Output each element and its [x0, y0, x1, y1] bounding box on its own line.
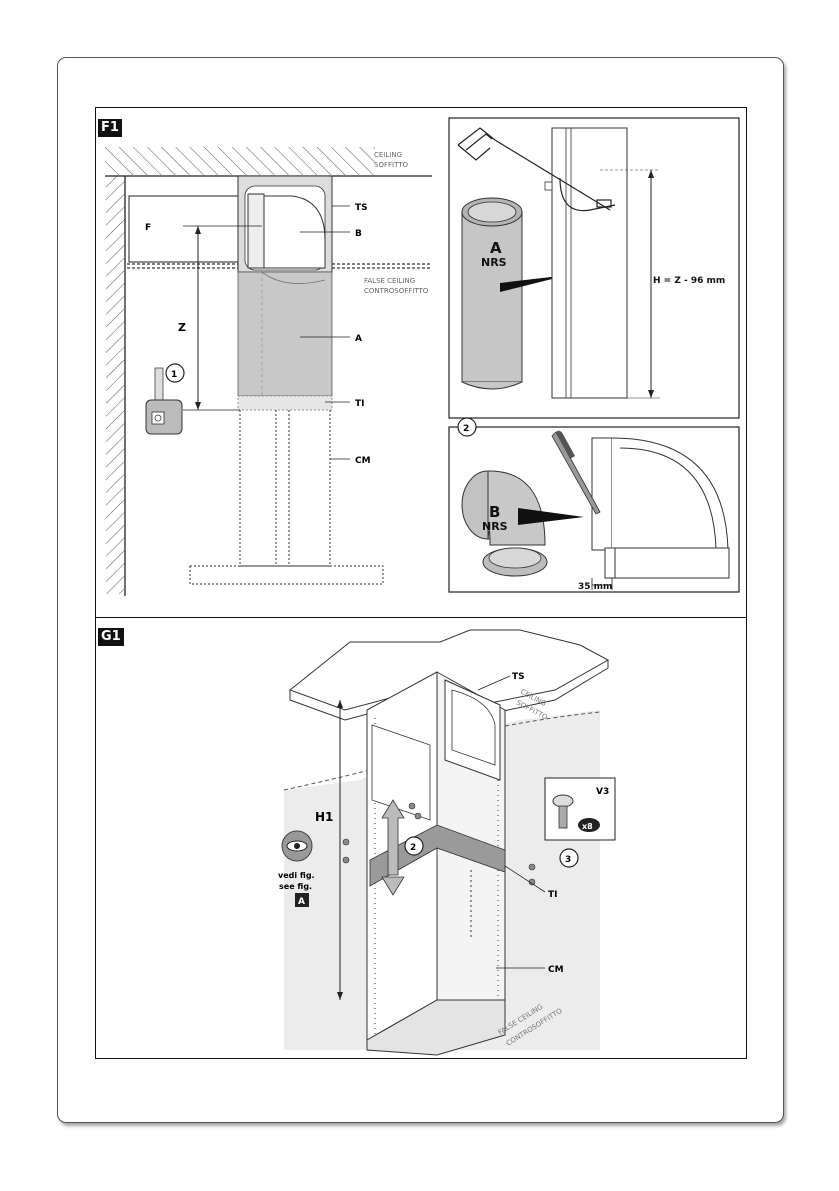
g1-ref-a: A: [298, 897, 305, 907]
cut-arrow-b: [518, 508, 584, 525]
f1-false-ceiling-en: FALSE CEILING: [364, 277, 415, 285]
ref-a-box: [295, 893, 309, 907]
g1-label-ts: TS: [512, 672, 525, 682]
cm-chimney-dotted: [189, 410, 384, 585]
inset-a-nrs: NRS: [481, 256, 507, 269]
g1-ti-band: [369, 824, 506, 887]
knife-icon: [551, 430, 601, 515]
tube-a: [237, 271, 333, 397]
g1-label-cm: CM: [548, 965, 564, 975]
g1-qty: x8: [582, 822, 593, 831]
g1-label-v3: V3: [596, 787, 609, 797]
duct-bend-profile: [591, 437, 730, 579]
f1-step-2: 2: [463, 424, 469, 434]
qty-badge: [578, 818, 600, 832]
g1-see: see fig.: [279, 882, 312, 891]
step-2-circle: [457, 417, 477, 437]
tape-measure-icon: [145, 367, 183, 435]
v3-screw-box: [544, 777, 616, 841]
f1-false-ceiling-it: CONTROSOFFITTO: [364, 287, 429, 295]
elbow-b: [261, 195, 326, 269]
g1-label-ti: TI: [548, 890, 558, 900]
inset-b-letter: B: [489, 503, 500, 521]
g1-badge: G1: [98, 628, 124, 646]
g1-step-2: 2: [410, 843, 416, 853]
f1-label-ti: TI: [355, 399, 365, 409]
f1-ceiling-it: SOFFITTO: [374, 161, 408, 169]
f1-label-ts: TS: [355, 203, 368, 213]
figure-frame: [95, 107, 747, 1059]
f1-step-1: 1: [171, 370, 177, 380]
f1-label-cm: CM: [355, 456, 371, 466]
nrs-elbow-b: [461, 470, 548, 577]
g1-step-3: 3: [565, 855, 571, 865]
hacksaw-icon: [457, 127, 616, 212]
dim-35: 35 mm: [578, 582, 612, 592]
g1-vedi: vedi fig.: [278, 871, 315, 880]
inset-b-nrs: NRS: [482, 520, 508, 533]
f1-label-f: F: [145, 223, 151, 233]
ti-band: [237, 395, 333, 411]
cut-arrow: [500, 275, 568, 292]
f1-badge: F1: [98, 119, 122, 137]
wall-hatch: [106, 176, 124, 594]
f1-label-z: Z: [178, 321, 186, 334]
adjust-arrows: [381, 799, 405, 896]
inset-a-letter: A: [490, 239, 502, 257]
g1-step-2-circle: [404, 836, 424, 856]
step-1-circle: [165, 363, 185, 383]
h-formula: H = Z - 96 mm: [653, 276, 725, 286]
f1-ceiling-en: CEILING: [374, 151, 402, 159]
f1-label-a: A: [355, 334, 362, 344]
channel-profile: [551, 127, 628, 399]
g1-label-h1: H1: [315, 810, 333, 824]
f1-label-b: B: [355, 229, 362, 239]
section-divider: [95, 617, 747, 618]
ceiling-hatch: [105, 147, 375, 175]
g1-step-3-circle: [559, 848, 579, 868]
